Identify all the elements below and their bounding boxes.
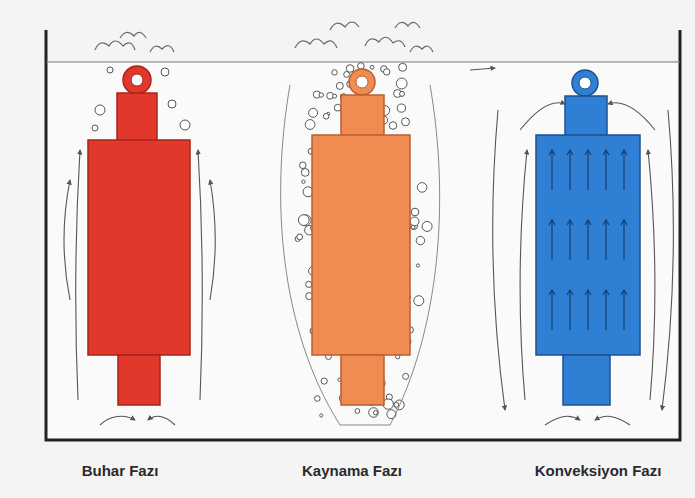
bubble [306,281,312,287]
flow-arrow [603,290,609,330]
bubble [422,221,432,231]
bubble [315,396,321,402]
liquid-surface [46,61,680,62]
flow-arrow [549,150,555,190]
flow-arrow [549,290,555,330]
bubble [399,63,407,71]
flow-arrow [567,150,573,190]
bubble [384,69,390,75]
steam-clouds [95,22,433,52]
bubble [95,105,105,115]
quench-liquid [46,62,680,440]
bubble [369,408,379,418]
bubble [414,296,424,306]
bubble [416,264,419,267]
flow-arrow [603,220,609,260]
bubble [301,169,309,177]
bubble [389,122,397,130]
phase-label: Buhar Fazı [82,462,159,479]
part-eye [131,74,143,86]
flow-arrow [567,220,573,260]
bubble [302,180,305,183]
bubble [319,93,323,97]
part-eye [356,76,368,88]
bubble [411,225,415,229]
bubble [397,104,405,112]
phase-label: Kaynama Fazı [302,462,402,479]
bubble [168,100,176,108]
bubble [396,78,407,89]
flow-arrow [585,150,591,190]
internal-flow-arrows [549,150,627,330]
bubble [346,65,354,73]
tank-wall [46,30,680,440]
bubble [417,183,427,193]
flow-arrow [621,290,627,330]
part-eye [579,77,591,89]
bubble [332,70,337,75]
bubble [394,402,399,407]
flow-arrow [585,290,591,330]
bubble [334,104,341,111]
bubble [370,65,374,69]
bubble [333,94,337,98]
flow-arrow [603,150,609,190]
bubble [336,82,343,89]
bubble [410,217,419,226]
boiling-envelope [281,85,440,425]
bubble [180,120,190,130]
bubble [373,411,377,415]
bubble [297,234,303,240]
bubble [411,208,419,216]
bubble [416,236,424,244]
flow-arrow [621,220,627,260]
bubble [309,108,318,117]
bubble [161,68,169,76]
bubble [321,378,327,384]
blue-cool-part [536,70,640,405]
flow-lines [64,68,673,425]
flow-arrow [621,150,627,190]
bubble [402,118,410,126]
bubble [92,125,98,131]
orange-part [312,69,410,405]
bubble [300,162,307,169]
bubble [355,409,360,414]
phase-label: Konveksiyon Fazı [535,462,662,479]
red-hot-part [88,66,190,405]
flow-arrow [567,290,573,330]
flow-arrow [549,220,555,260]
bubble [400,91,405,96]
bubble [320,414,323,417]
bubble [387,410,396,419]
bubble [305,120,315,130]
bubble [403,373,409,379]
bubble [323,114,329,120]
bubble [298,215,309,226]
bubble [107,67,113,73]
flow-arrow [585,220,591,260]
